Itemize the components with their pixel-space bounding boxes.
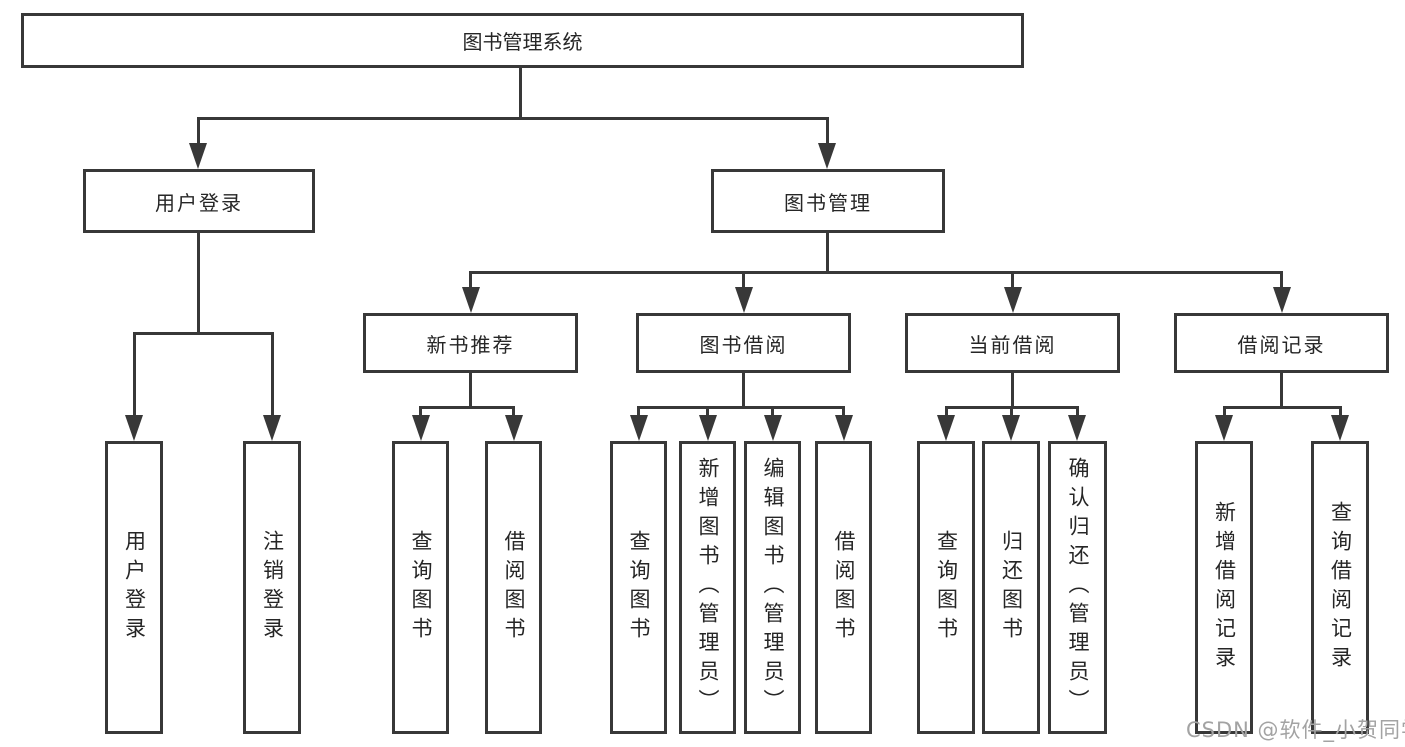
node-return-books: 归还图书 [982,441,1040,734]
edge-stem-add-book [706,406,709,417]
node-leaf-logout: 注销登录 [243,441,301,734]
edge-stem-borrow-books-recommend [512,406,515,417]
edge-stem-book-borrow [742,271,745,289]
edge-stem-query-books-recommend [419,406,422,417]
arrowhead-book-management [818,143,836,169]
edge-stem-query-borrow-record [1339,406,1342,417]
arrowhead-query-borrow-record [1331,415,1349,441]
node-book-management: 图书管理 [711,169,945,233]
node-query-books-recommend: 查询图书 [392,441,449,734]
edge-stem-book-borrow-down [742,373,745,408]
node-add-book-admin: 新增图书（管理员） [679,441,736,734]
edge-stem-leaf-logout [271,332,274,417]
node-add-borrow-record: 新增借阅记录 [1195,441,1253,734]
edge-stem-user-login-down [197,233,200,333]
arrowhead-query-books-recommend [412,415,430,441]
arrowhead-return-books [1002,415,1020,441]
arrowhead-borrow-records [1273,287,1291,313]
node-current-borrow: 当前借阅 [905,313,1120,373]
edge-rail-book-management [469,271,1283,274]
node-query-borrow-record: 查询借阅记录 [1311,441,1369,734]
arrowhead-borrow-books-recommend [505,415,523,441]
node-user-login: 用户登录 [83,169,315,233]
edge-stem-confirm-return [1076,406,1079,417]
edge-stem-to-user-login [197,118,200,146]
csdn-watermark: CSDN @软件_小贺同学 [1186,718,1405,742]
arrowhead-leaf-logout [263,415,281,441]
node-confirm-return-admin: 确认归还（管理员） [1048,441,1107,734]
edge-stem-new-book-down [469,373,472,408]
node-query-books-borrow: 查询图书 [610,441,667,734]
arrowhead-query-books-borrow [630,415,648,441]
edge-stem-borrow-records [1280,271,1283,289]
edge-rail-book-borrow [637,406,845,409]
edge-stem-to-book-management [826,118,829,146]
edge-stem-root [519,68,522,118]
edge-rail-root [197,117,829,120]
edge-stem-new-book [469,271,472,289]
node-borrow-books-recommend: 借阅图书 [485,441,542,734]
edge-stem-current-borrow [1011,271,1014,289]
arrowhead-user-login [189,143,207,169]
edge-rail-borrow-records [1223,406,1342,409]
arrowhead-borrow-books-borrow [835,415,853,441]
arrowhead-current-borrow [1004,287,1022,313]
node-new-book-recommend: 新书推荐 [363,313,578,373]
arrowhead-new-book [462,287,480,313]
node-borrow-books-borrow: 借阅图书 [815,441,872,734]
edge-stem-query-books-current [945,406,948,417]
node-system: 图书管理系统 [21,13,1024,68]
node-leaf-user-login: 用户登录 [105,441,163,734]
node-book-borrow: 图书借阅 [636,313,851,373]
edge-stem-book-management-down [826,233,829,273]
arrowhead-leaf-user-login [125,415,143,441]
arrowhead-add-book [699,415,717,441]
arrowhead-confirm-return [1068,415,1086,441]
edge-rail-new-book [419,406,515,409]
arrowhead-book-borrow [735,287,753,313]
edge-stem-borrow-books-borrow [842,406,845,417]
edge-stem-edit-book [771,406,774,417]
edge-stem-leaf-user-login [133,332,136,417]
edge-stem-current-borrow-down [1011,373,1014,408]
node-query-books-current: 查询图书 [917,441,975,734]
edge-stem-add-borrow-record [1223,406,1226,417]
node-edit-book-admin: 编辑图书（管理员） [744,441,801,734]
arrowhead-add-borrow-record [1215,415,1233,441]
node-borrow-records: 借阅记录 [1174,313,1389,373]
edge-stem-query-books-borrow [637,406,640,417]
edge-rail-user-login [133,332,274,335]
edge-stem-borrow-records-down [1280,373,1283,408]
edge-stem-return-books [1010,406,1013,417]
arrowhead-query-books-current [937,415,955,441]
arrowhead-edit-book [764,415,782,441]
